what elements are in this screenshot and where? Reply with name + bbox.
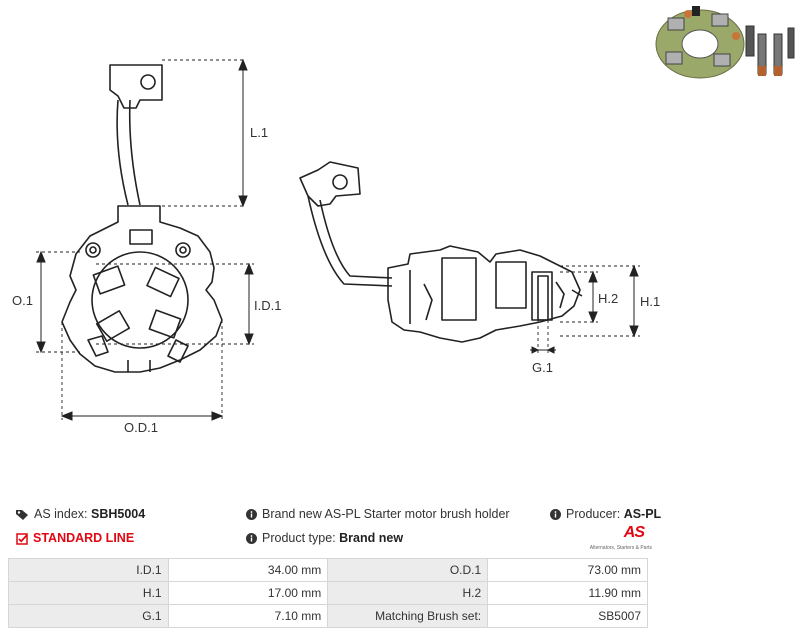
side-body (387, 245, 581, 343)
spec-value: 34.00 mm (167, 558, 329, 582)
brush-box (148, 309, 182, 339)
check-square-icon (16, 532, 28, 545)
dim-label-id1: I.D.1 (254, 298, 281, 313)
center-tab (129, 229, 153, 245)
side-brush-box (531, 271, 553, 321)
product-type-label: Product type: (262, 531, 336, 545)
info-icon (246, 533, 257, 545)
side-brush-box (441, 257, 477, 321)
as-index-value: SBH5004 (91, 507, 146, 521)
brush-box (92, 265, 126, 295)
as-index: AS index: SBH5004 (16, 507, 145, 521)
standard-line-label: STANDARD LINE (33, 531, 135, 545)
as-pl-logo: AS Alternators, Starters & Parts (582, 524, 652, 554)
spec-value: 73.00 mm (487, 558, 648, 582)
holder-inner-ring (91, 251, 189, 349)
lead-wire (116, 99, 141, 206)
spec-value: 17.00 mm (167, 581, 329, 605)
standard-line: STANDARD LINE (16, 531, 134, 545)
spec-label: O.D.1 (327, 558, 489, 582)
description: Brand new AS-PL Starter motor brush hold… (246, 507, 510, 521)
dim-label-od1: O.D.1 (124, 420, 158, 435)
brush-box (95, 310, 131, 342)
product-type: Product type: Brand new (246, 531, 403, 545)
spec-label: Matching Brush set: (327, 604, 489, 628)
dim-label-h2: H.2 (598, 291, 618, 306)
side-lead-wire (307, 195, 393, 287)
rivet-right-inner (179, 246, 187, 254)
dim-label-g1: G.1 (532, 360, 553, 375)
spec-label: I.D.1 (8, 558, 169, 582)
rivet-left (85, 242, 101, 258)
rivet-right (175, 242, 191, 258)
spec-label: H.1 (8, 581, 169, 605)
holder-plate-outline (61, 205, 223, 373)
side-terminal-hole (332, 174, 348, 190)
terminal-hole (140, 74, 156, 90)
rivet-left-inner (89, 246, 97, 254)
product-photo (655, 6, 795, 79)
dim-label-l1: L.1 (250, 125, 268, 140)
dim-label-h1: H.1 (640, 294, 660, 309)
spec-label: H.2 (327, 581, 489, 605)
side-terminal-lug (299, 161, 361, 207)
info-icon (246, 509, 257, 521)
side-brush-box (495, 261, 527, 309)
spec-label: G.1 (8, 604, 169, 628)
side-brush (537, 275, 549, 321)
terminal-lug (109, 64, 163, 109)
tag-icon (16, 510, 28, 521)
producer-value: AS-PL (623, 507, 662, 521)
dim-label-o1: O.1 (12, 293, 33, 308)
spec-value: 7.10 mm (167, 604, 329, 628)
description-text: Brand new AS-PL Starter motor brush hold… (262, 507, 510, 521)
info-icon (550, 509, 561, 521)
logo-tagline: Alternators, Starters & Parts (589, 545, 652, 551)
producer-label: Producer: (566, 507, 621, 521)
brush-box (146, 266, 180, 298)
spec-value: 11.90 mm (487, 581, 648, 605)
technical-drawing: L.1 O.1 I.D.1 O.D.1 H.1 H.2 G.1 (12, 58, 660, 435)
lower-slots (87, 335, 189, 372)
producer: Producer: AS-PL (550, 507, 661, 521)
logo-text: AS (623, 524, 645, 541)
product-type-value: Brand new (339, 531, 404, 545)
spec-value: SB5007 (487, 604, 648, 628)
side-details (409, 270, 583, 324)
as-index-label: AS index: (34, 507, 88, 521)
